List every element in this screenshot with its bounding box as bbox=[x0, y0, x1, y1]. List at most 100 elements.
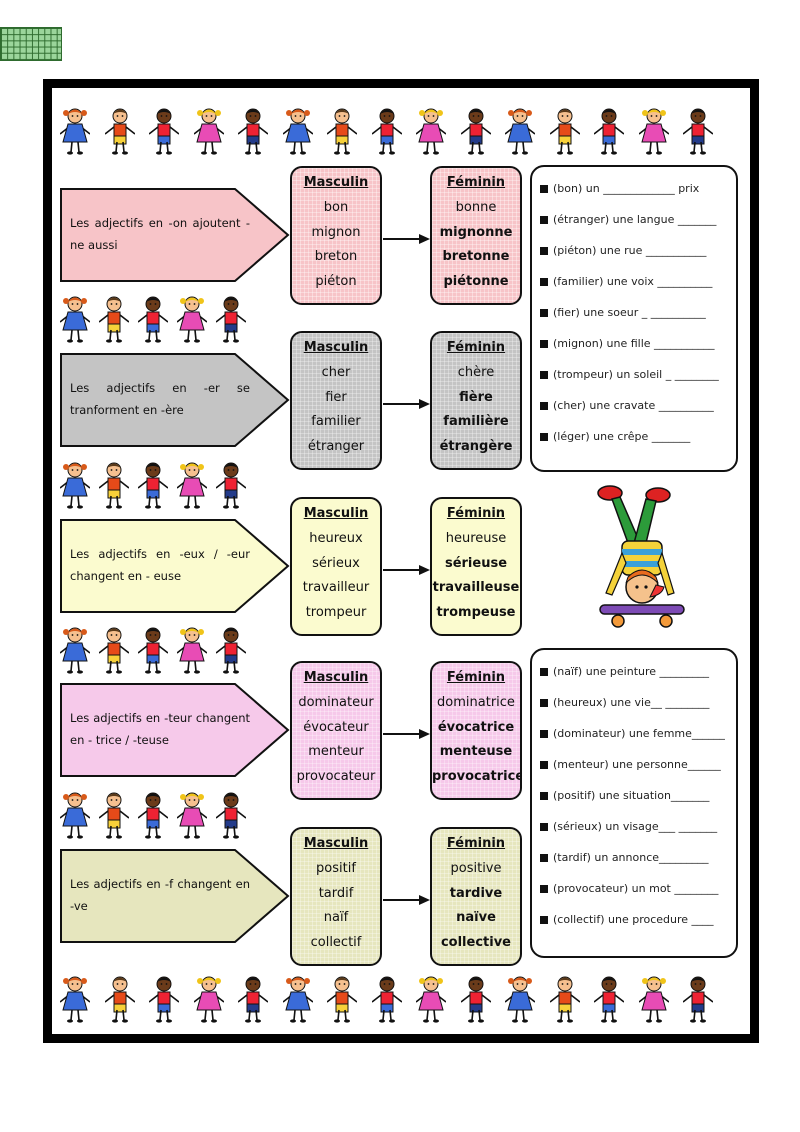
rule-text: Les adjectifs en -on ajoutent -ne aussi bbox=[70, 216, 250, 252]
exercise-item: (cher) une cravate __________ bbox=[540, 390, 728, 421]
square-bullet-icon bbox=[540, 915, 548, 924]
child-figure-icon bbox=[60, 623, 90, 675]
square-bullet-icon bbox=[540, 667, 548, 676]
exercise-item: (tardif) un annonce_________ bbox=[540, 842, 728, 873]
masculine-heading: Masculin bbox=[303, 175, 369, 190]
child-figure-icon bbox=[138, 623, 168, 675]
masculine-heading: Masculin bbox=[303, 340, 369, 355]
exercise-item: (naïf) une peinture _________ bbox=[540, 656, 728, 687]
child-figure-icon bbox=[177, 458, 207, 510]
right-arrow-icon bbox=[383, 561, 431, 575]
exercise-box-2: (naïf) une peinture _________ (heureux) u… bbox=[530, 648, 738, 958]
child-figure-icon bbox=[177, 788, 207, 840]
feminine-heading: Féminin bbox=[446, 836, 506, 851]
square-bullet-icon bbox=[540, 760, 548, 769]
child-figure-icon bbox=[60, 292, 90, 344]
masculine-word: trompeur bbox=[305, 604, 367, 620]
exercise-text: (trompeur) un soleil _ ________ bbox=[553, 368, 719, 381]
child-figure-icon bbox=[60, 104, 90, 156]
exercise-item: (fier) une soeur _ __________ bbox=[540, 297, 728, 328]
square-bullet-icon bbox=[540, 184, 548, 193]
kids-strip-2 bbox=[60, 458, 255, 510]
feminine-word: positive bbox=[450, 861, 502, 876]
masculine-word: bon bbox=[323, 200, 349, 215]
feminine-heading: Féminin bbox=[446, 670, 506, 685]
child-figure-icon bbox=[505, 104, 535, 156]
kids-strip-4 bbox=[60, 788, 255, 840]
feminine-word: naïve bbox=[456, 910, 496, 925]
exercise-text: (cher) une cravate __________ bbox=[553, 399, 714, 412]
feminine-word: tardive bbox=[449, 885, 503, 901]
child-figure-icon bbox=[216, 292, 246, 344]
child-figure-icon bbox=[149, 104, 179, 156]
rule-text: Les adjectifs en -teur changent en - tri… bbox=[70, 711, 250, 747]
child-figure-icon bbox=[60, 788, 90, 840]
exercise-text: (léger) une crêpe _______ bbox=[553, 430, 691, 443]
masculine-word: fier bbox=[325, 389, 347, 405]
child-figure-icon bbox=[193, 104, 224, 156]
masculine-word: sérieux bbox=[312, 555, 360, 571]
child-figure-icon bbox=[505, 972, 535, 1024]
child-figure-icon bbox=[416, 104, 446, 156]
masculine-word: naïf bbox=[323, 910, 349, 925]
child-figure-icon bbox=[149, 972, 179, 1024]
child-figure-icon bbox=[216, 623, 246, 675]
square-bullet-icon bbox=[540, 853, 548, 862]
child-figure-icon bbox=[177, 292, 207, 344]
child-figure-icon bbox=[60, 458, 90, 510]
feminine-word: heureuse bbox=[445, 531, 507, 546]
child-figure-icon bbox=[416, 972, 446, 1024]
child-figure-icon bbox=[460, 972, 491, 1024]
masculine-word: heureux bbox=[309, 531, 363, 546]
child-figure-icon bbox=[138, 788, 168, 840]
feminine-word: mignonne bbox=[439, 224, 513, 240]
child-figure-icon bbox=[238, 104, 268, 156]
child-figure-icon bbox=[683, 104, 713, 156]
child-figure-icon bbox=[138, 292, 168, 344]
child-figure-icon bbox=[99, 292, 129, 344]
exercise-text: (tardif) un annonce_________ bbox=[553, 851, 709, 864]
masculine-word: travailleur bbox=[302, 580, 370, 595]
square-bullet-icon bbox=[540, 698, 548, 707]
exercise-text: (mignon) une fille ___________ bbox=[553, 337, 715, 350]
right-arrow-icon bbox=[383, 725, 431, 739]
child-figure-icon bbox=[282, 104, 313, 156]
feminine-word: évocatrice bbox=[437, 719, 515, 735]
rule-arrow-1: Les adjectifs en -on ajoutent -ne aussi bbox=[60, 188, 290, 282]
masculine-word: collectif bbox=[310, 934, 362, 950]
child-figure-icon bbox=[177, 623, 207, 675]
child-figure-icon bbox=[282, 972, 313, 1024]
child-figure-icon bbox=[638, 972, 669, 1024]
right-arrow-icon bbox=[383, 230, 431, 244]
child-figure-icon bbox=[371, 104, 402, 156]
exercise-item: (mignon) une fille ___________ bbox=[540, 328, 728, 359]
masculine-word: positif bbox=[316, 861, 356, 876]
child-figure-icon bbox=[104, 972, 135, 1024]
child-figure-icon bbox=[327, 972, 357, 1024]
masculine-word: piéton bbox=[315, 273, 357, 289]
feminine-word: provocatrice bbox=[432, 768, 522, 784]
exercise-item: (piéton) une rue ___________ bbox=[540, 235, 728, 266]
feminine-word: menteuse bbox=[439, 744, 513, 759]
exercise-text: (étranger) une langue _______ bbox=[553, 213, 717, 226]
child-figure-icon bbox=[327, 104, 357, 156]
child-figure-icon bbox=[549, 972, 580, 1024]
exercise-item: (dominateur) une femme______ bbox=[540, 718, 728, 749]
rule-arrow-5: Les adjectifs en -f changent en -ve bbox=[60, 849, 290, 943]
feminine-heading: Féminin bbox=[446, 340, 506, 355]
rule-arrow-2: Les adjectifs en -er se tranforment en -… bbox=[60, 353, 290, 447]
child-figure-icon bbox=[238, 972, 268, 1024]
exercise-item: (familier) une voix __________ bbox=[540, 266, 728, 297]
exercise-item: (étranger) une langue _______ bbox=[540, 204, 728, 235]
feminine-word: chère bbox=[457, 365, 495, 380]
exercise-text: (heureux) une vie__ ________ bbox=[553, 696, 710, 709]
exercise-item: (positif) une situation_______ bbox=[540, 780, 728, 811]
square-bullet-icon bbox=[540, 215, 548, 224]
exercise-text: (dominateur) une femme______ bbox=[553, 727, 725, 740]
